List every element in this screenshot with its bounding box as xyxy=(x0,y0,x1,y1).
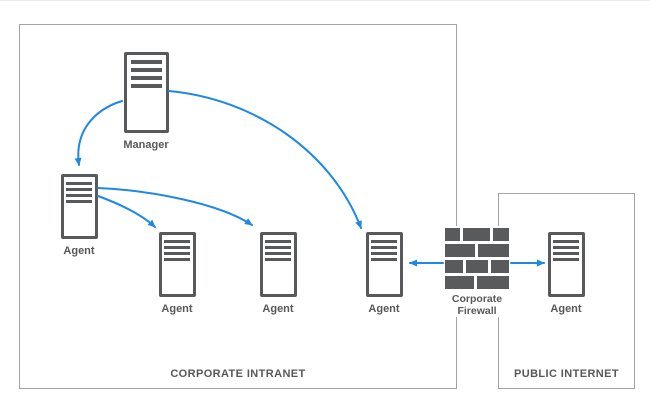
agent-mid-left-node: Agent xyxy=(141,232,213,315)
firewall-brick xyxy=(445,276,474,289)
server-slot-bar xyxy=(265,258,291,261)
top-edge-line xyxy=(0,0,650,1)
server-slot-bar xyxy=(371,258,397,261)
server-slot-bar xyxy=(66,200,92,203)
server-slot-bar xyxy=(66,188,92,191)
server-slot-bar xyxy=(164,252,190,255)
manager-node-label: Manager xyxy=(123,139,169,151)
server-slot-bar xyxy=(371,240,397,243)
server-slot-bar xyxy=(553,252,579,255)
firewall-brick xyxy=(445,228,460,241)
server-icon xyxy=(123,52,169,133)
firewall-brick xyxy=(445,244,475,257)
firewall-brick xyxy=(491,260,509,273)
server-icon xyxy=(365,232,403,297)
server-slot-bar xyxy=(265,246,291,249)
server-slot-bar xyxy=(265,240,291,243)
corporate-intranet-label: CORPORATE INTRANET xyxy=(170,368,306,380)
agent-left-node-label: Agent xyxy=(63,245,95,257)
server-slot-bar xyxy=(130,60,162,64)
corporate-intranet-zone: CORPORATE INTRANET xyxy=(19,24,457,389)
server-slot-bar xyxy=(553,258,579,261)
server-slot-bar xyxy=(66,182,92,185)
server-slot-bar xyxy=(130,84,162,88)
agent-gateway-node-label: Agent xyxy=(368,303,400,315)
agent-mid-left-node-label: Agent xyxy=(161,303,193,315)
server-icon xyxy=(158,232,196,297)
firewall-icon xyxy=(445,228,509,289)
agent-left-node: Agent xyxy=(43,174,115,257)
firewall-brick-row xyxy=(445,228,509,241)
agent-public-node-label: Agent xyxy=(550,303,582,315)
manager-node: Manager xyxy=(110,52,182,151)
firewall-brick xyxy=(493,228,509,241)
server-slot-bar xyxy=(130,76,162,80)
firewall-brick xyxy=(477,276,509,289)
server-slot-bar xyxy=(164,240,190,243)
server-icon xyxy=(60,174,98,239)
firewall-brick-row xyxy=(445,260,509,273)
server-slot-bar xyxy=(371,246,397,249)
corporate-firewall-node: Corporate Firewall xyxy=(443,226,511,317)
agent-mid-right-node: Agent xyxy=(242,232,314,315)
firewall-brick-row xyxy=(445,276,509,289)
agent-mid-right-node-label: Agent xyxy=(262,303,294,315)
server-slot-bar xyxy=(553,240,579,243)
firewall-brick-row xyxy=(445,244,509,257)
server-slot-bar xyxy=(130,68,162,72)
firewall-brick xyxy=(466,260,488,273)
agent-public-node: Agent xyxy=(530,232,602,315)
corporate-firewall-label: Corporate Firewall xyxy=(451,293,503,317)
server-slot-bar xyxy=(371,252,397,255)
firewall-brick xyxy=(445,260,463,273)
server-slot-bar xyxy=(164,258,190,261)
server-icon xyxy=(547,232,585,297)
firewall-brick xyxy=(478,244,509,257)
server-slot-bar xyxy=(553,246,579,249)
server-slot-bar xyxy=(66,194,92,197)
firewall-brick xyxy=(463,228,490,241)
public-internet-label: PUBLIC INTERNET xyxy=(514,368,619,380)
agent-gateway-node: Agent xyxy=(348,232,420,315)
server-slot-bar xyxy=(265,252,291,255)
server-icon xyxy=(259,232,297,297)
server-slot-bar xyxy=(164,246,190,249)
